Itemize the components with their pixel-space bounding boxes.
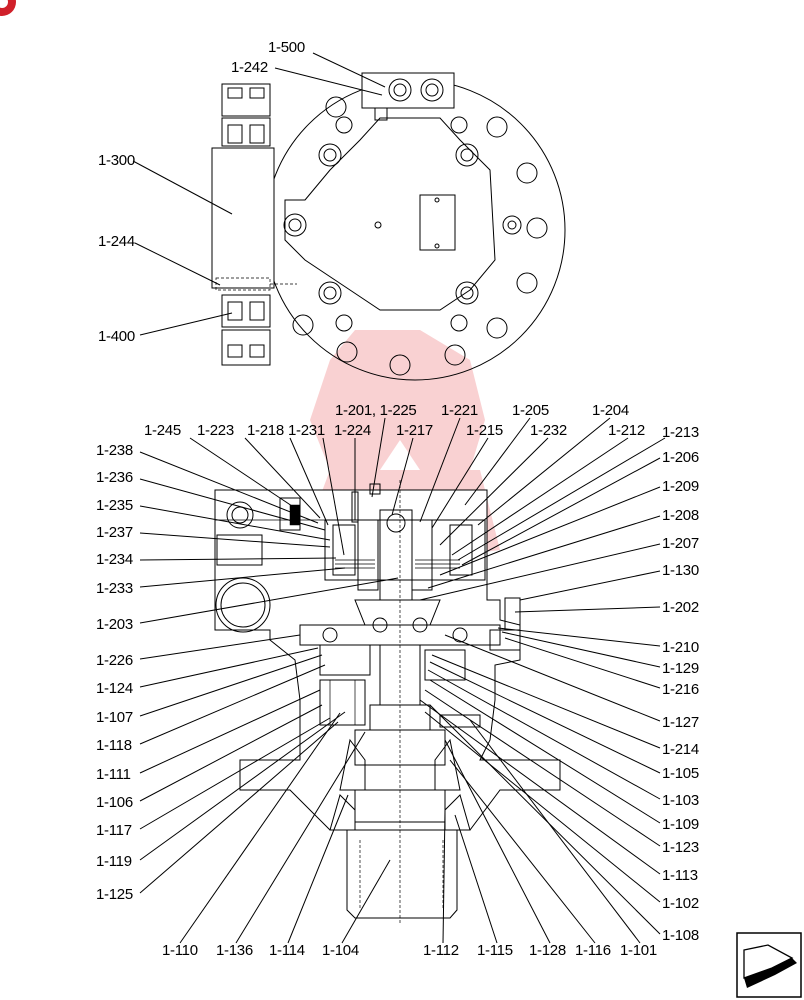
callout-label: 1-129	[662, 660, 699, 677]
callout-label: 1-113	[662, 867, 698, 884]
callout-label: 1-130	[662, 562, 699, 579]
callout-label: 1-127	[662, 714, 699, 731]
callout-label: 1-233	[96, 580, 133, 597]
callout-label: 1-232	[530, 422, 567, 439]
callout-label: 1-118	[96, 737, 132, 754]
callout-label: 1-244	[98, 233, 135, 250]
callout-label: 1-235	[96, 497, 133, 514]
callout-label: 1-109	[662, 816, 699, 833]
corner-logo-icon	[0, 0, 16, 16]
callout-label: 1-234	[96, 551, 133, 568]
callout-label: 1-237	[96, 524, 133, 541]
callout-label: 1-128	[529, 942, 566, 959]
side-valve	[211, 83, 297, 366]
callout-label: 1-216	[662, 681, 699, 698]
callout-label: 1-202	[662, 599, 699, 616]
callout-label: 1-223	[197, 422, 234, 439]
callout-label: 1-214	[662, 741, 699, 758]
callout-label: 1-236	[96, 469, 133, 486]
callout-label: 1-125	[96, 886, 133, 903]
top-view	[211, 72, 566, 381]
next-page-arrow-icon	[743, 944, 797, 988]
callout-label: 1-123	[662, 839, 699, 856]
callout-label: 1-231	[288, 422, 325, 439]
callout-label: 1-208	[662, 507, 699, 524]
callout-label: 1-107	[96, 709, 133, 726]
callout-label: 1-106	[96, 794, 133, 811]
callout-label: 1-101	[620, 942, 657, 959]
callout-label: 1-201, 1-225	[335, 402, 416, 419]
labels: 1-500 1-242 1-300 1-244 1-400 1-201, 1-2…	[96, 39, 699, 959]
callout-label: 1-207	[662, 535, 699, 552]
callout-label: 1-245	[144, 422, 181, 439]
callout-label: 1-114	[269, 942, 305, 959]
callout-label: 1-400	[98, 328, 135, 345]
callout-label: 1-119	[96, 853, 132, 870]
callout-label: 1-205	[512, 402, 549, 419]
callout-label: 1-203	[96, 616, 133, 633]
callout-label: 1-213	[662, 424, 699, 441]
section-view	[214, 480, 561, 925]
callout-label: 1-217	[396, 422, 433, 439]
callout-label: 1-115	[477, 942, 513, 959]
callout-label: 1-110	[162, 942, 198, 959]
callout-label: 1-116	[575, 942, 611, 959]
callout-label: 1-215	[466, 422, 503, 439]
ring-bolt-holes	[292, 96, 548, 376]
next-page-button[interactable]	[736, 932, 802, 998]
callout-label: 1-500	[268, 39, 305, 56]
callout-label: 1-209	[662, 478, 699, 495]
callout-label: 1-117	[96, 822, 132, 839]
callout-label: 1-300	[98, 152, 135, 169]
callout-label: 1-238	[96, 442, 133, 459]
callout-label: 1-103	[662, 792, 699, 809]
callout-label: 1-221	[441, 402, 478, 419]
callout-label: 1-124	[96, 680, 133, 697]
callout-label: 1-242	[231, 59, 268, 76]
callout-label: 1-112	[423, 942, 459, 959]
callout-label: 1-218	[247, 422, 284, 439]
callout-label: 1-224	[334, 422, 371, 439]
callout-label: 1-108	[662, 927, 699, 944]
callout-label: 1-102	[662, 895, 699, 912]
callout-label: 1-212	[608, 422, 645, 439]
callout-label: 1-111	[96, 766, 131, 783]
callout-label: 1-210	[662, 639, 699, 656]
callout-label: 1-105	[662, 765, 699, 782]
callout-label: 1-204	[592, 402, 629, 419]
leader-lines	[132, 52, 666, 944]
callout-label: 1-104	[322, 942, 359, 959]
callout-label: 1-136	[216, 942, 253, 959]
callout-label: 1-226	[96, 652, 133, 669]
callout-label: 1-206	[662, 449, 699, 466]
hex-bolts	[283, 116, 522, 332]
